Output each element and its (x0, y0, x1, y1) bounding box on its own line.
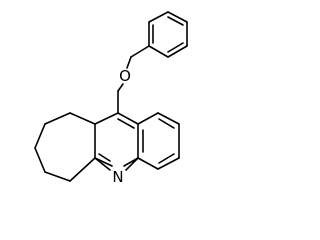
oxygen-core-connector (117, 83, 124, 92)
cycloheptane-ring (34, 112, 96, 182)
phenyl-double-bond (167, 42, 184, 53)
ring-bond (94, 112, 119, 125)
benzo-double-bond (158, 153, 175, 164)
phenyl-ring (148, 11, 188, 58)
nitrogen-right-connector (125, 157, 139, 171)
benzo-bond (157, 112, 180, 125)
central-pyridine-ring (94, 112, 139, 167)
cycloheptane-bond (44, 112, 71, 125)
benzo-bond (157, 157, 180, 170)
phenyl-bond (167, 45, 188, 58)
cycloheptane-bond (44, 171, 71, 182)
phenyl-bond (167, 11, 188, 23)
cycloheptane-bond (69, 112, 96, 125)
ether-linkage (117, 45, 150, 114)
nitrogen-left-connector (94, 157, 111, 171)
phenyl-oxygen-bond (130, 45, 150, 58)
ring-double-bond (98, 153, 111, 162)
phenyl-double-bond (167, 16, 184, 26)
benzo-bond (137, 112, 159, 125)
oxygen-label: O (119, 67, 131, 85)
phenyl-bond (148, 45, 169, 58)
cycloheptane-bond (69, 157, 96, 182)
nitrogen-label: N (112, 168, 123, 186)
oxygen-atom: O (116, 67, 134, 85)
oxygen-phenyl-connector (126, 56, 132, 69)
benzo-double-bond (158, 118, 175, 129)
benzo-ring (137, 112, 180, 170)
ring-double-bond (117, 118, 135, 129)
nitrogen-atom: N (109, 168, 127, 186)
chemical-structure-diagram: O N (34, 11, 188, 186)
cycloheptane-bond (34, 123, 46, 149)
cycloheptane-bond (34, 147, 46, 173)
phenyl-bond (148, 11, 169, 23)
benzo-bond (137, 157, 159, 170)
ring-bond (117, 112, 139, 125)
